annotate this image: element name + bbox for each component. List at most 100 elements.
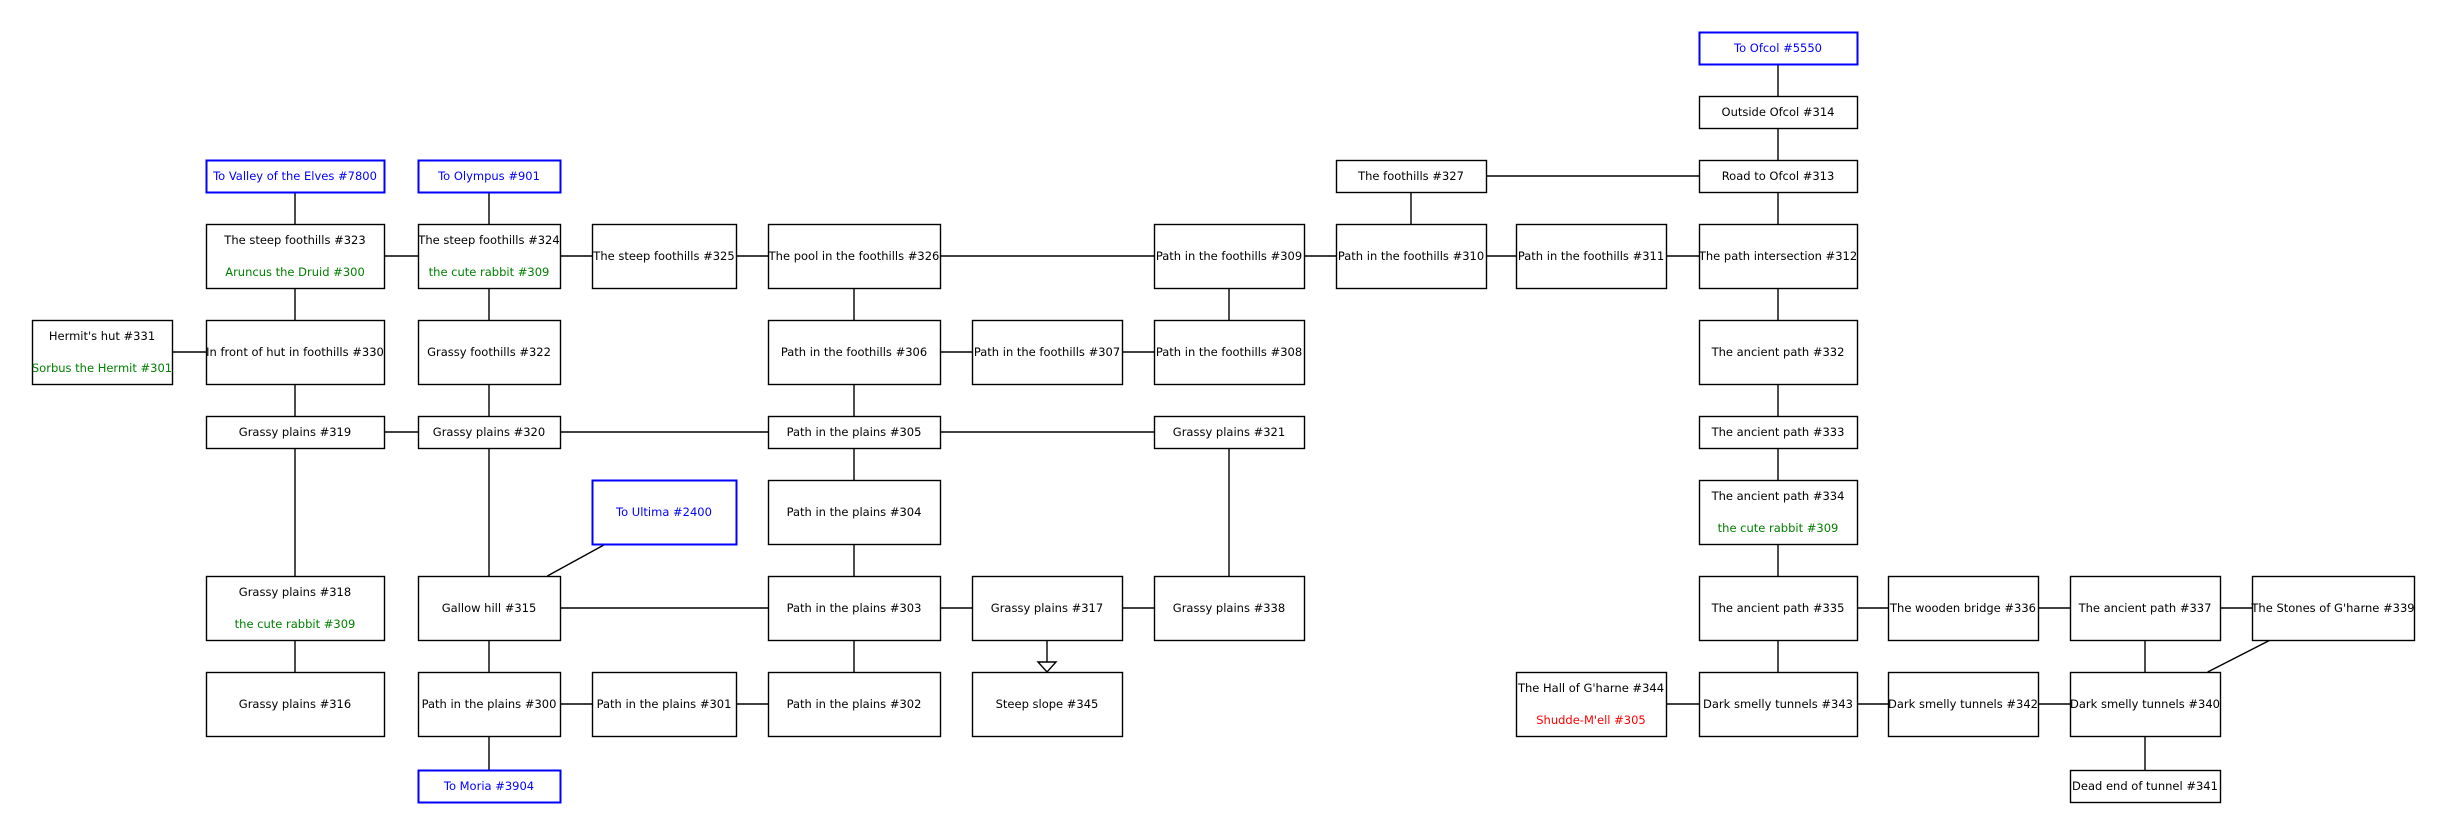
room-node[interactable]: The ancient path #334 the cute rabbit #30…: [1698, 479, 1859, 546]
room-label: Path in the plains #302: [787, 697, 922, 711]
room-node[interactable]: The wooden bridge #336: [1887, 575, 2040, 642]
room-node[interactable]: Steep slope #345: [971, 671, 1124, 738]
room-node[interactable]: Path in the foothills #307: [971, 319, 1124, 386]
room-label: Path in the foothills #308: [1156, 345, 1302, 359]
exit-node[interactable]: To Olympus #901: [417, 159, 562, 194]
room-node[interactable]: Path in the foothills #311: [1515, 223, 1668, 290]
room-box: [1698, 671, 1859, 738]
room-node[interactable]: The steep foothills #325: [591, 223, 738, 290]
room-label: Path in the foothills #310: [1338, 249, 1484, 263]
room-label: The steep foothills #325: [592, 249, 734, 263]
room-label: Path in the foothills #306: [781, 345, 927, 359]
room-label: Gallow hill #315: [442, 601, 537, 615]
exit-box: [591, 479, 738, 546]
room-node[interactable]: The ancient path #332: [1698, 319, 1859, 386]
room-label: The ancient path #334: [1711, 489, 1845, 503]
mob-label: the cute rabbit #309: [235, 617, 356, 631]
exit-box: [1698, 31, 1859, 66]
room-node[interactable]: The steep foothills #324 the cute rabbit …: [417, 223, 562, 290]
room-node[interactable]: Path in the foothills #308: [1153, 319, 1306, 386]
room-box: [417, 223, 562, 290]
room-node[interactable]: Path in the foothills #306: [767, 319, 942, 386]
exit-label: To Valley of the Elves #7800: [212, 169, 377, 183]
room-node[interactable]: In front of hut in foothills #330: [205, 319, 386, 386]
room-box: [417, 575, 562, 642]
room-node[interactable]: The Stones of G'harne #339: [2250, 575, 2416, 642]
exit-node[interactable]: To Valley of the Elves #7800: [205, 159, 386, 194]
room-node[interactable]: Dead end of tunnel #341: [2069, 769, 2222, 804]
mob-label: the cute rabbit #309: [1718, 521, 1839, 535]
room-node[interactable]: Path in the plains #302: [767, 671, 942, 738]
room-node[interactable]: The path intersection #312: [1698, 223, 1859, 290]
room-box: [2069, 575, 2222, 642]
room-box: [1698, 95, 1859, 130]
room-box: [1698, 479, 1859, 546]
room-node[interactable]: The pool in the foothills #326: [768, 223, 942, 290]
room-label: Grassy plains #319: [239, 425, 351, 439]
room-label: Steep slope #345: [996, 697, 1099, 711]
exit-node[interactable]: To Moria #3904: [417, 769, 562, 804]
room-box: [1153, 575, 1306, 642]
room-node[interactable]: Grassy plains #318 the cute rabbit #309: [205, 575, 386, 642]
room-box: [417, 415, 562, 450]
room-box: [205, 671, 386, 738]
room-label: The ancient path #332: [1711, 345, 1845, 359]
exit-node[interactable]: To Ofcol #5550: [1698, 31, 1859, 66]
room-box: [1698, 575, 1859, 642]
room-box: [767, 671, 942, 738]
room-label: Hermit's hut #331: [49, 329, 155, 343]
room-label: Grassy plains #318: [239, 585, 351, 599]
room-label: The steep foothills #324: [417, 233, 559, 247]
room-node[interactable]: Road to Ofcol #313: [1698, 159, 1859, 194]
room-node[interactable]: Dark smelly tunnels #340: [2069, 671, 2222, 738]
room-node[interactable]: Grassy plains #321: [1153, 415, 1306, 450]
room-node[interactable]: The ancient path #333: [1698, 415, 1859, 450]
room-node[interactable]: Path in the foothills #309: [1153, 223, 1306, 290]
room-node[interactable]: The foothills #327: [1335, 159, 1488, 194]
mob-label: the cute rabbit #309: [429, 265, 550, 279]
room-node[interactable]: Grassy plains #317: [971, 575, 1124, 642]
room-label: Dark smelly tunnels #340: [2070, 697, 2220, 711]
room-node[interactable]: Grassy plains #319: [205, 415, 386, 450]
room-box: [417, 319, 562, 386]
connection-r340-r339: [2207, 639, 2271, 673]
mob-label: Aruncus the Druid #300: [225, 265, 365, 279]
room-box: [205, 319, 386, 386]
room-box: [767, 479, 942, 546]
room-node[interactable]: Path in the plains #300: [417, 671, 562, 738]
room-label: Path in the plains #300: [422, 697, 557, 711]
hostile-mob-label: Shudde-M'ell #305: [1536, 713, 1646, 727]
room-label: Path in the foothills #311: [1518, 249, 1664, 263]
room-box: [2069, 671, 2222, 738]
room-box: [1698, 415, 1859, 450]
room-node[interactable]: The ancient path #335: [1698, 575, 1859, 642]
room-label: The pool in the foothills #326: [768, 249, 940, 263]
room-box: [1153, 223, 1306, 290]
room-box: [971, 575, 1124, 642]
room-node[interactable]: Grassy plains #320: [417, 415, 562, 450]
room-node[interactable]: Gallow hill #315: [417, 575, 562, 642]
exit-node[interactable]: To Ultima #2400: [591, 479, 738, 546]
room-label: Grassy plains #316: [239, 697, 351, 711]
room-node[interactable]: Outside Ofcol #314: [1698, 95, 1859, 130]
room-node[interactable]: Grassy plains #316: [205, 671, 386, 738]
room-box: [1153, 415, 1306, 450]
room-node[interactable]: Grassy plains #338: [1153, 575, 1306, 642]
room-node[interactable]: The ancient path #337: [2069, 575, 2222, 642]
room-box: [1698, 159, 1859, 194]
exit-label: To Ofcol #5550: [1733, 41, 1822, 55]
room-label: Grassy plains #338: [1173, 601, 1285, 615]
room-node[interactable]: Dark smelly tunnels #343: [1698, 671, 1859, 738]
room-node[interactable]: Path in the plains #304: [767, 479, 942, 546]
room-node[interactable]: Grassy foothills #322: [417, 319, 562, 386]
exit-label: To Olympus #901: [437, 169, 540, 183]
room-node[interactable]: Dark smelly tunnels #342: [1887, 671, 2040, 738]
room-node[interactable]: Path in the plains #303: [767, 575, 942, 642]
room-node[interactable]: Path in the foothills #310: [1335, 223, 1488, 290]
room-node[interactable]: Path in the plains #305: [767, 415, 942, 450]
room-box: [767, 415, 942, 450]
room-node[interactable]: Path in the plains #301: [591, 671, 738, 738]
